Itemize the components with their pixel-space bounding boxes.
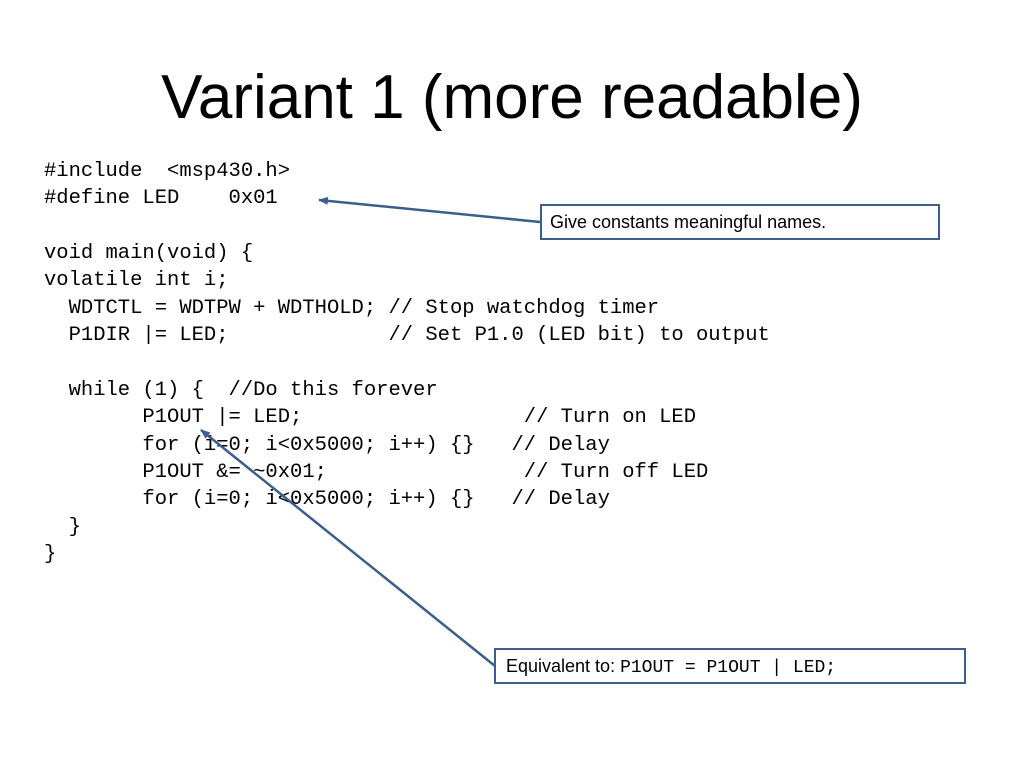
code-line: P1OUT |= LED; // Turn on LED xyxy=(44,406,697,429)
code-line: P1DIR |= LED; // Set P1.0 (LED bit) to o… xyxy=(44,324,770,347)
callout-equivalent: Equivalent to: P1OUT = P1OUT | LED; xyxy=(494,648,966,684)
code-line: #define LED 0x01 xyxy=(44,187,278,210)
slide-title: Variant 1 (more readable) xyxy=(161,63,863,132)
code-line: } xyxy=(44,516,81,539)
code-line: for (i=0; i<0x5000; i++) {} // Delay xyxy=(44,434,610,457)
arrow-to-define xyxy=(318,196,541,224)
code-line: } xyxy=(44,543,57,566)
callout-names-text: Give constants meaningful names. xyxy=(550,212,827,232)
code-line: P1OUT &= ~0x01; // Turn off LED xyxy=(44,461,709,484)
code-line: WDTCTL = WDTPW + WDTHOLD; // Stop watchd… xyxy=(44,297,660,320)
callout-equivalent-code: P1OUT = P1OUT | LED; xyxy=(620,658,837,678)
code-line: void main(void) { xyxy=(44,242,254,265)
callout-equivalent-prefix: Equivalent to: xyxy=(506,656,621,676)
code-line: volatile int i; xyxy=(44,269,229,292)
callout-meaningful-names: Give constants meaningful names. xyxy=(540,204,940,240)
code-line: while (1) { //Do this forever xyxy=(44,379,438,402)
code-line: for (i=0; i<0x5000; i++) {} // Delay xyxy=(44,488,610,511)
code-line: #include <msp430.h> xyxy=(44,160,291,183)
